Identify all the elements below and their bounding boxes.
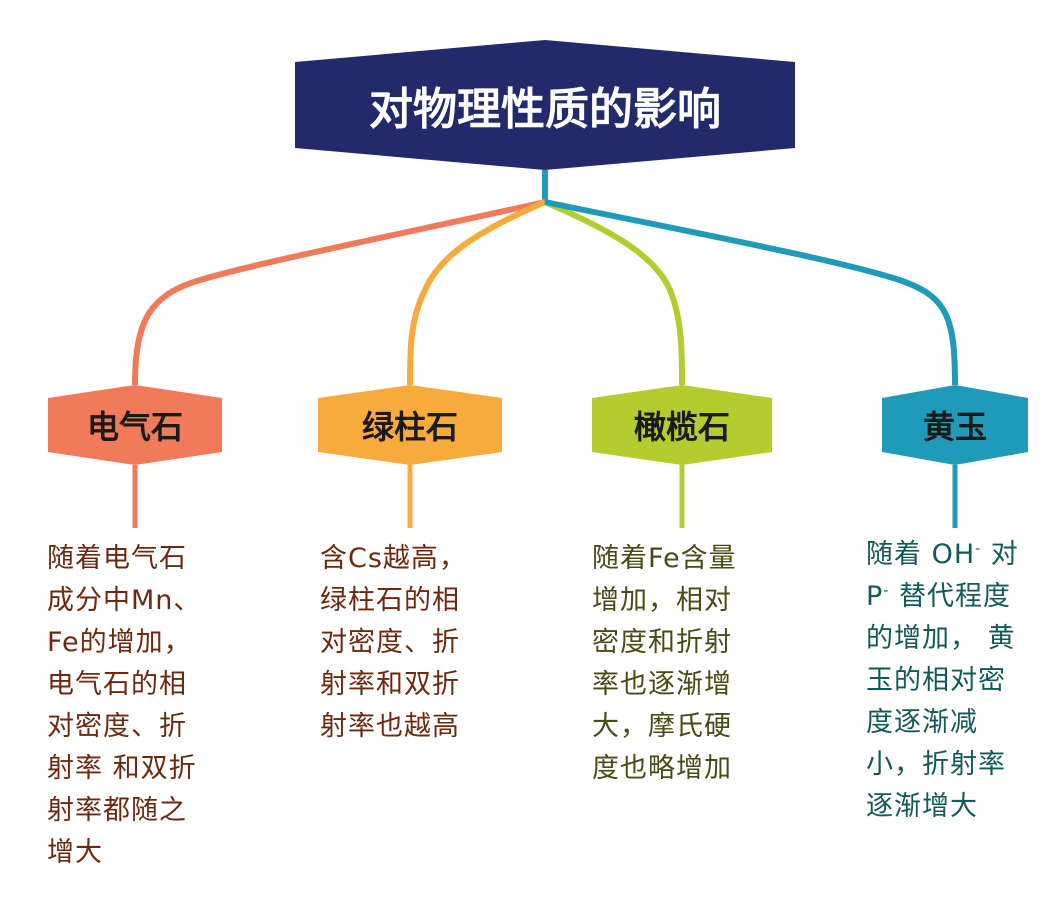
connector-olivine (543, 199, 685, 386)
description-beryl: 含Cs越高， 绿柱石的相 对密度、折 射率和双折 射率也越高 (320, 543, 467, 742)
node-beryl-shape (318, 385, 502, 465)
root-node-shape (295, 40, 795, 170)
description-topaz: 随着 OH- 对 P- 替代程度 的增加， 黄 玉的相对密 度逐渐减 小，折射率… (866, 534, 1056, 828)
connector-beryl (407, 199, 547, 386)
connector-topaz (544, 199, 958, 386)
topaz-line2-post: 替代程度 (889, 581, 1011, 612)
description-olivine: 随着Fe含量 增加，相对 密度和折射 率也逐渐增 大，摩氏硬 度也略增加 (592, 543, 737, 784)
node-tourmaline-shape (48, 385, 222, 465)
connector-tourmaline (132, 199, 546, 386)
topaz-line1-post: 对 (981, 539, 1019, 570)
node-olivine-shape (592, 385, 772, 465)
topaz-line1-sup: - (975, 541, 982, 557)
topaz-line2-sup: - (883, 583, 890, 599)
topaz-line2-pre: P (866, 581, 884, 612)
topaz-rest: 的增加， 黄 玉的相对密 度逐渐减 小，折射率 逐渐增大 (866, 623, 1016, 822)
node-topaz-shape (882, 385, 1028, 465)
description-tourmaline: 随着电气石 成分中Mn、 Fe的增加， 电气石的相 对密度、折 射率 和双折 射… (47, 543, 202, 868)
topaz-line1-pre: 随着 OH (866, 539, 976, 570)
